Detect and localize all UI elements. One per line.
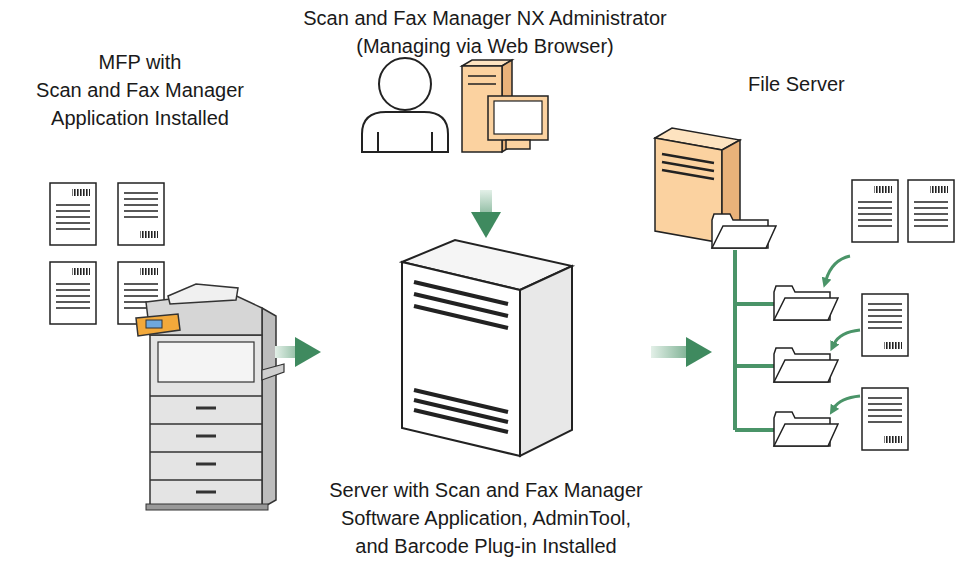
mfp-group: MFP with Scan and Fax Manager Applicatio… xyxy=(5,48,275,510)
file-server-group: File Server xyxy=(712,70,955,470)
label-line: Scan and Fax Manager xyxy=(36,76,244,104)
sort-arrow xyxy=(834,396,860,408)
node-label: Server with Scan and Fax Manager Softwar… xyxy=(329,476,643,560)
label-line: and Barcode Plug-in Installed xyxy=(329,532,643,560)
admin-group: Scan and Fax Manager NX Administrator (M… xyxy=(250,4,720,190)
document-icon xyxy=(862,294,908,356)
person-icon xyxy=(362,58,448,152)
mfp-illustration xyxy=(136,284,284,510)
pc-screen xyxy=(494,101,542,134)
node-label: File Server xyxy=(748,70,845,98)
server-front xyxy=(402,262,520,456)
label-line: (Managing via Web Browser) xyxy=(303,32,667,60)
file-server-slats xyxy=(662,154,714,179)
label-line: Application Installed xyxy=(36,104,244,132)
mfp-bypass xyxy=(262,364,284,380)
mfp-side xyxy=(262,308,276,508)
document-icon xyxy=(908,180,954,242)
pc-monitor xyxy=(488,96,548,140)
folder-icon xyxy=(774,286,838,320)
mfp-panel xyxy=(136,314,180,336)
label-line: Software Application, AdminTool, xyxy=(329,504,643,532)
mfp-output-tray xyxy=(158,342,254,382)
document-icon xyxy=(862,388,908,450)
folder-icon xyxy=(774,412,838,446)
flow-arrow xyxy=(480,190,492,212)
folder-icon xyxy=(774,348,838,382)
label-line: File Server xyxy=(748,70,845,98)
label-line: Scan and Fax Manager NX Administrator xyxy=(303,4,667,32)
folder-tree xyxy=(735,250,774,430)
document-icon xyxy=(118,183,164,245)
node-label: Scan and Fax Manager NX Administrator (M… xyxy=(303,4,667,60)
sorted-documents xyxy=(852,180,954,450)
server-side xyxy=(520,266,572,456)
document-icon xyxy=(852,180,898,242)
server-slats xyxy=(414,282,508,432)
pc-slots xyxy=(468,76,496,84)
label-line: MFP with xyxy=(36,48,244,76)
node-label: MFP with Scan and Fax Manager Applicatio… xyxy=(36,48,244,132)
flow-arrow xyxy=(651,346,686,358)
server-group: Server with Scan and Fax Manager Softwar… xyxy=(321,238,651,560)
document-icon xyxy=(50,183,96,245)
mfp-base xyxy=(146,504,268,510)
folder-icon xyxy=(712,214,776,248)
person-head xyxy=(379,58,431,110)
pc-icon xyxy=(462,60,548,152)
document-icon xyxy=(50,262,96,324)
pc-stand xyxy=(506,140,530,149)
label-line: Server with Scan and Fax Manager xyxy=(329,476,643,504)
person-body xyxy=(362,112,448,152)
server-tower xyxy=(402,240,572,456)
sort-arrow xyxy=(826,256,850,280)
flow-arrow xyxy=(275,346,295,358)
mfp-handles xyxy=(196,408,216,492)
person-arms xyxy=(378,132,432,152)
sort-arrow xyxy=(834,330,860,344)
mfp-feeder xyxy=(168,284,238,304)
mfp-body xyxy=(150,335,262,508)
mfp-display xyxy=(146,320,162,328)
